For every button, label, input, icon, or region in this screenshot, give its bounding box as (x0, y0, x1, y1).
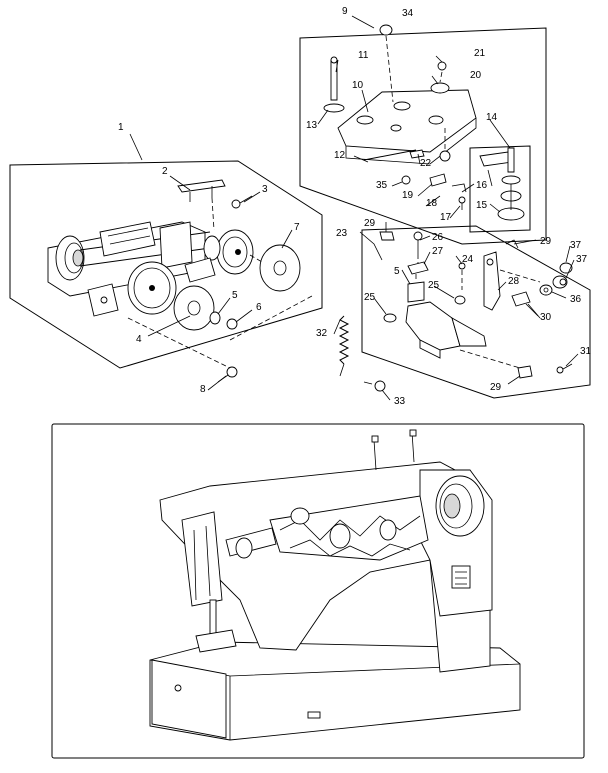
part-34-knob (379, 24, 394, 103)
callout-26: 26 (432, 232, 444, 243)
part-14-box (469, 145, 531, 233)
part-7-disc (249, 244, 301, 292)
part-25-left (383, 313, 397, 323)
callout-12: 12 (334, 150, 346, 161)
callout-29-bottom: 29 (490, 382, 502, 393)
callout-28: 28 (508, 276, 520, 287)
callout-20: 20 (470, 70, 482, 81)
callout-31: 31 (580, 346, 592, 357)
callout-36: 36 (570, 294, 582, 305)
part-31-screw (556, 363, 573, 374)
part-22 (409, 149, 425, 159)
callout-25-left: 25 (364, 292, 376, 303)
part-11-pin (323, 56, 345, 113)
part-21-screw (437, 61, 447, 83)
sewing-machine-illustration (149, 429, 521, 741)
presser-bar-panel (361, 225, 591, 399)
callout-35: 35 (376, 180, 388, 191)
callout-29-right: 29 (540, 236, 552, 247)
main-shaft-assembly-panel (9, 160, 323, 369)
presser-foot-body (405, 301, 521, 369)
callout-13: 13 (306, 120, 318, 131)
part-12-rod (363, 149, 417, 161)
callout-16: 16 (476, 180, 488, 191)
part-33-screw (363, 380, 386, 392)
callout-32: 32 (316, 328, 328, 339)
callout-4: 4 (136, 334, 142, 345)
callout-23: 23 (336, 228, 348, 239)
part-37-lower (552, 275, 568, 289)
callout-29-top: 29 (364, 218, 376, 229)
callout-2: 2 (162, 166, 168, 177)
part-28-arm (483, 251, 541, 311)
callout-18: 18 (426, 198, 438, 209)
part-24 (458, 262, 466, 290)
callout-37-lower: 37 (576, 254, 588, 265)
callout-24: 24 (462, 254, 474, 265)
callout-5-mid: 5 (394, 266, 400, 277)
callout-33: 33 (394, 396, 406, 407)
callout-5: 5 (232, 290, 238, 301)
callout-21: 21 (474, 48, 486, 59)
top-cover-plate (337, 89, 477, 165)
callout-37-upper: 37 (570, 240, 582, 251)
callout-6: 6 (256, 302, 262, 313)
callout-25-mid: 25 (428, 280, 440, 291)
machine-view-frame (51, 423, 585, 759)
part-29-clip (379, 231, 395, 241)
callout-19: 19 (402, 190, 414, 201)
part-36-ring (539, 284, 553, 296)
part-5-clamp (407, 274, 425, 303)
callout-27: 27 (432, 246, 444, 257)
callout-30: 30 (540, 312, 552, 323)
part-3-screw (231, 195, 253, 209)
part-6-screw (226, 318, 238, 330)
callout-22: 22 (420, 158, 432, 169)
callout-7: 7 (294, 222, 300, 233)
part-5-washer (209, 311, 221, 325)
callout-3: 3 (262, 184, 268, 195)
callout-14: 14 (486, 112, 498, 123)
part-32-spring (338, 315, 350, 377)
part-26-screw (413, 231, 423, 266)
leader-lines (129, 15, 579, 401)
part-29-bottom-clip (517, 365, 533, 379)
part-35-screw (401, 175, 411, 185)
callout-8: 8 (200, 384, 206, 395)
part-lower-screw (439, 128, 451, 162)
callout-10: 10 (352, 80, 364, 91)
part-17 (458, 196, 466, 210)
callout-34: 34 (402, 8, 414, 19)
callout-9: 9 (342, 6, 348, 17)
callout-1: 1 (118, 122, 124, 133)
main-shaft-assembly (47, 221, 254, 317)
part-29-right-clip (505, 239, 519, 249)
callout-labels: 1 2 3 4 5 6 7 8 9 34 11 21 10 20 13 14 1… (118, 6, 592, 407)
part-27-block (407, 261, 429, 275)
part-25-right (454, 295, 466, 305)
callout-17: 17 (440, 212, 452, 223)
part-20-washer (430, 82, 450, 94)
part-2-lever (177, 179, 226, 231)
callout-11: 11 (358, 50, 369, 61)
callout-15: 15 (476, 200, 488, 211)
part-4-disc (173, 285, 215, 331)
part-19 (429, 173, 447, 187)
